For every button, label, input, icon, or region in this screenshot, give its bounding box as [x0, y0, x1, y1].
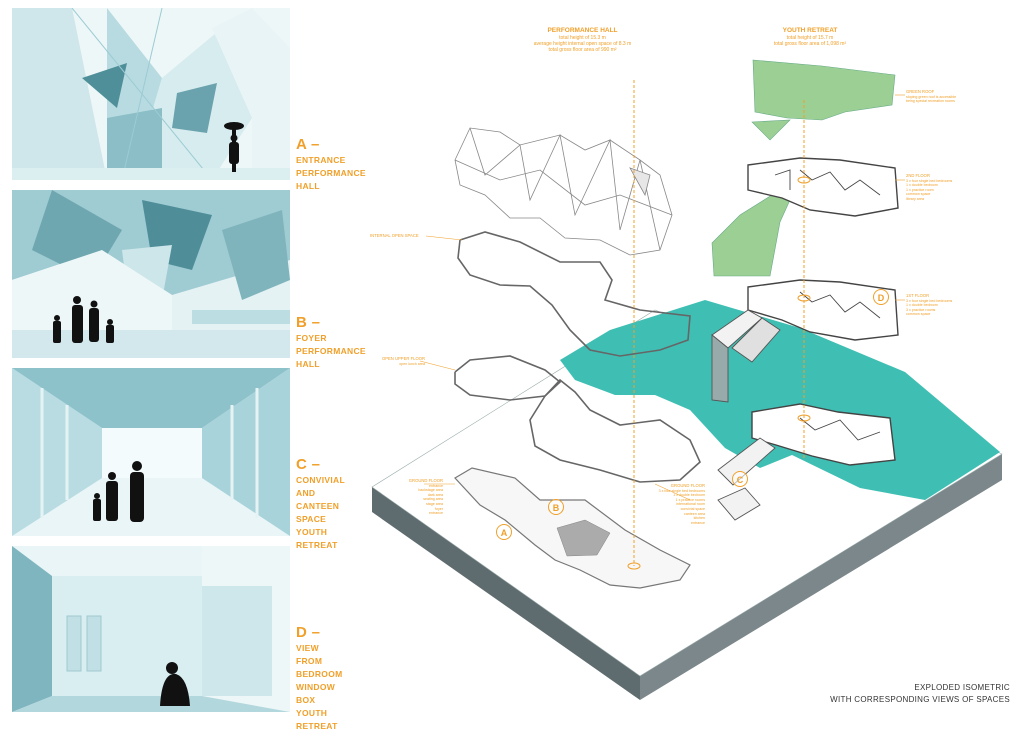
- drawing-title-line-1: EXPLODED ISOMETRIC: [914, 683, 1010, 692]
- water-surface: [560, 300, 1000, 500]
- ground-floor-retreat-plan: [751, 403, 896, 466]
- label-ground-floor-hall-line-7: entrance: [429, 511, 443, 516]
- label-ground-floor-hall: GROUND FLOOR entrance backstage area dar…: [395, 478, 443, 516]
- youth-retreat-title: YOUTH RETREAT: [782, 27, 838, 34]
- caption-a-line-2: PERFORMANCE: [296, 168, 366, 178]
- label-ground-floor-hall-line-2: backstage area: [418, 488, 443, 493]
- first-floor-plan: [747, 279, 899, 341]
- caption-a: A – ENTRANCE PERFORMANCE HALL: [296, 136, 376, 193]
- marker-b: B: [548, 499, 564, 515]
- view-panel-b: [12, 190, 290, 358]
- caption-c: C – CONVIVIAL AND CANTEEN SPACE YOUTH RE…: [296, 456, 376, 552]
- label-first-floor: 1ST FLOOR 3 x four single bed bedrooms 1…: [906, 293, 971, 317]
- caption-d-line-3: BEDROOM: [296, 669, 343, 679]
- caption-b-line-3: HALL: [296, 359, 320, 369]
- label-green-roof-line-1: sloping green roof is accessible: [906, 94, 957, 99]
- label-first-floor-line-4: common space: [906, 312, 931, 317]
- label-ground-floor-retreat-line-1: 3 x four single bed bedrooms: [658, 488, 705, 493]
- caption-c-line-5: YOUTH: [296, 527, 328, 537]
- label-ground-floor-retreat-line-2: 1 x double bedroom: [673, 493, 705, 498]
- label-second-floor-title: 2ND FLOOR: [906, 173, 930, 178]
- label-first-floor-line-3: 3 x practice rooms: [906, 307, 936, 312]
- faceted-roof: [454, 127, 673, 256]
- label-ground-floor-retreat-line-5: convivial space: [680, 506, 705, 511]
- caption-a-line-1: ENTRANCE: [296, 155, 346, 165]
- youth-retreat-detail-2: total gross floor area of 1,098 m²: [773, 41, 847, 47]
- label-green-roof-line-2: being special recreation rooms: [906, 99, 955, 104]
- label-ground-floor-retreat-line-3: 1 x practice rooms: [675, 497, 705, 502]
- caption-c-line-4: SPACE: [296, 514, 327, 524]
- label-open-upper-floor: OPEN UPPER FLOOR open lunch area: [370, 356, 425, 366]
- label-second-floor-line-1: 3 x four single bed bedrooms: [906, 178, 953, 183]
- label-ground-floor-retreat: GROUND FLOOR 3 x four single bed bedroom…: [645, 483, 705, 525]
- caption-d-line-1: VIEW: [296, 643, 319, 653]
- performance-hall-title: PERFORMANCE HALL: [547, 27, 618, 34]
- view-panel-a: [12, 8, 290, 180]
- label-internal-open-space-text: INTERNAL OPEN SPACE: [370, 233, 419, 238]
- label-green-roof: GREEN ROOF sloping green roof is accessi…: [906, 89, 976, 104]
- drawing-title: EXPLODED ISOMETRIC WITH CORRESPONDING VI…: [810, 682, 1010, 706]
- marker-d: D: [873, 289, 889, 305]
- caption-c-line-3: CANTEEN: [296, 501, 340, 511]
- view-panel-d: [12, 546, 290, 712]
- performance-hall-detail-1: total height of 15.3 m: [559, 35, 606, 41]
- youth-retreat-detail-1: total height of 15.7 m: [786, 35, 834, 41]
- label-open-upper-floor-line-1: open lunch area: [399, 361, 425, 366]
- label-second-floor-line-4: common space: [906, 192, 931, 197]
- green-roof: [752, 59, 896, 121]
- caption-b: B – FOYER PERFORMANCE HALL: [296, 314, 376, 371]
- caption-d: D – VIEW FROM BEDROOM WINDOW BOX YOUTH R…: [296, 624, 376, 733]
- label-ground-floor-hall-line-4: seating area: [423, 497, 443, 502]
- youth-retreat-header: YOUTH RETREAT total height of 15.7 m tot…: [755, 26, 865, 47]
- performance-hall-detail-2: average height internal open space of 8.…: [533, 41, 632, 47]
- label-ground-floor-retreat-line-6: canteen area: [684, 511, 705, 516]
- label-open-upper-floor-title: OPEN UPPER FLOOR: [381, 356, 425, 361]
- label-ground-floor-hall-line-5: stage area: [426, 501, 443, 506]
- caption-b-line-1: FOYER: [296, 333, 327, 343]
- label-green-roof-title: GREEN ROOF: [906, 89, 935, 94]
- performance-hall-detail-3: total gross floor area of 990 m²: [548, 47, 617, 53]
- label-ground-floor-hall-title: GROUND FLOOR: [408, 478, 443, 483]
- caption-a-letter: A –: [296, 136, 320, 153]
- label-internal-open-space: INTERNAL OPEN SPACE: [370, 233, 430, 239]
- second-floor-plan: [747, 157, 899, 217]
- caption-d-line-6: YOUTH: [296, 708, 328, 718]
- marker-c: C: [732, 471, 748, 487]
- label-ground-floor-retreat-line-4: international room: [676, 502, 705, 507]
- marker-a: A: [496, 524, 512, 540]
- label-ground-floor-retreat-title: GROUND FLOOR: [670, 483, 705, 488]
- open-upper-floor-plan: [454, 355, 701, 483]
- caption-c-letter: C –: [296, 456, 321, 473]
- caption-d-line-5: BOX: [296, 695, 316, 705]
- caption-c-line-6: RETREAT: [296, 540, 338, 550]
- label-second-floor: 2ND FLOOR 3 x four single bed bedrooms 1…: [906, 173, 971, 202]
- performance-hall-header: PERFORMANCE HALL total height of 15.3 m …: [520, 26, 645, 53]
- label-second-floor-line-5: library area: [906, 196, 924, 201]
- internal-open-space-plan: [457, 231, 691, 357]
- label-second-floor-line-2: 1 x double bedroom: [906, 183, 938, 188]
- caption-c-line-1: CONVIVIAL: [296, 475, 345, 485]
- caption-c-line-2: AND: [296, 488, 316, 498]
- drawing-title-line-2: WITH CORRESPONDING VIEWS OF SPACES: [830, 695, 1010, 704]
- caption-b-letter: B –: [296, 314, 321, 331]
- label-first-floor-title: 1ST FLOOR: [906, 293, 930, 298]
- label-ground-floor-hall-line-6: foyer: [435, 506, 443, 511]
- caption-d-line-2: FROM: [296, 656, 323, 666]
- caption-b-line-2: PERFORMANCE: [296, 346, 366, 356]
- label-ground-floor-hall-line-3: dark area: [427, 492, 443, 497]
- caption-d-letter: D –: [296, 624, 321, 641]
- caption-a-line-3: HALL: [296, 181, 320, 191]
- label-ground-floor-retreat-line-8: entrance: [691, 520, 705, 525]
- label-second-floor-line-3: 1 x practice room: [906, 187, 934, 192]
- label-first-floor-line-1: 3 x four single bed bedrooms: [906, 298, 953, 303]
- view-panel-c: [12, 368, 290, 536]
- retreat-stair-upper: [711, 309, 781, 403]
- label-ground-floor-hall-line-1: entrance: [429, 483, 443, 488]
- green-ramp: [711, 194, 791, 277]
- label-first-floor-line-2: 1 x double bedroom: [906, 303, 938, 308]
- label-ground-floor-retreat-line-7: kitchen: [693, 516, 705, 521]
- caption-d-line-4: WINDOW: [296, 682, 336, 692]
- caption-d-line-7: RETREAT: [296, 721, 338, 731]
